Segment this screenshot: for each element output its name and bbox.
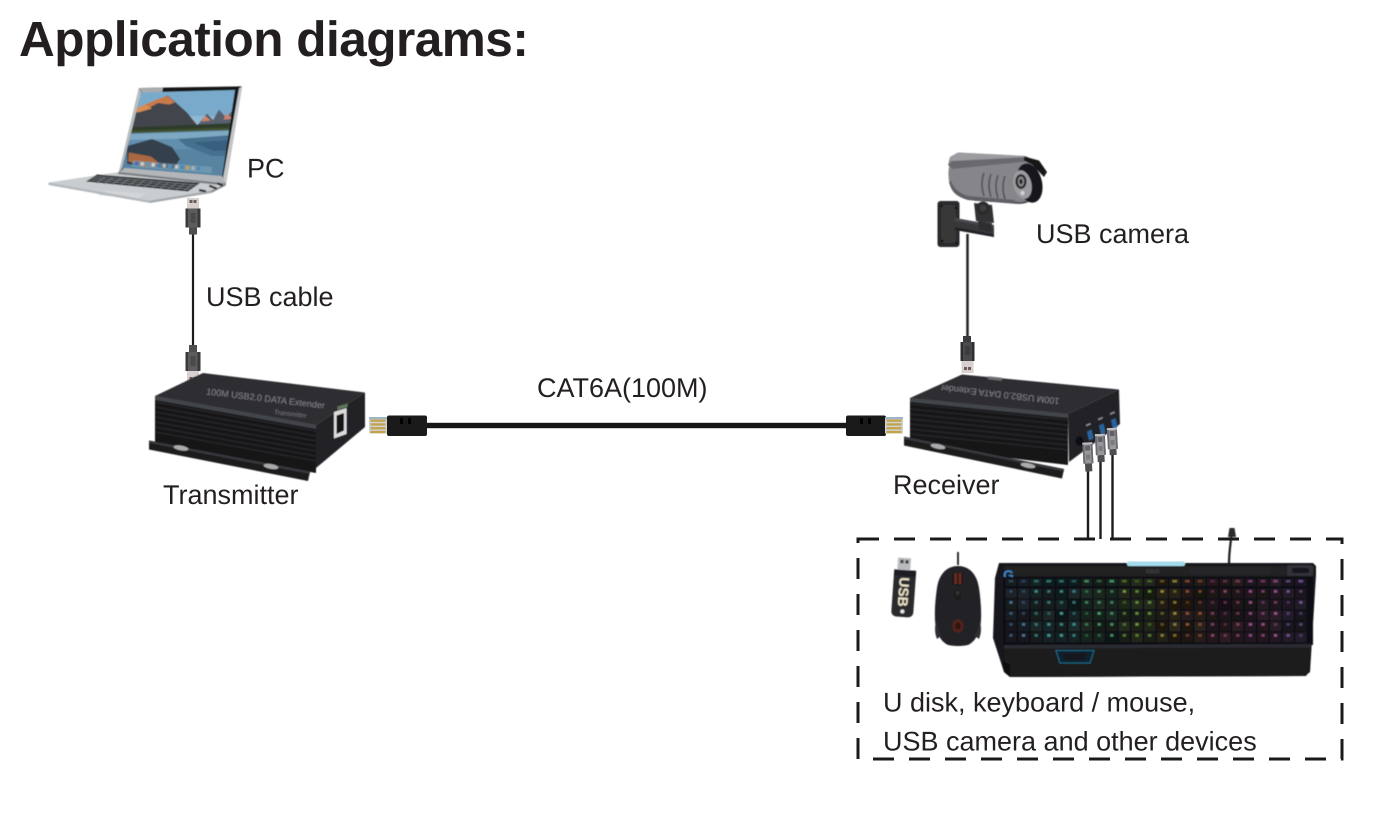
svg-text:PC: PC [247, 154, 285, 184]
svg-text:Transmitter: Transmitter [274, 409, 308, 420]
svg-text:U disk, keyboard / mouse,: U disk, keyboard / mouse, [883, 688, 1195, 718]
svg-text:USB: USB [895, 577, 913, 608]
svg-text:USB cable: USB cable [206, 282, 334, 312]
svg-text:Application diagrams:: Application diagrams: [19, 12, 528, 67]
svg-text:G: G [1003, 567, 1014, 583]
svg-text:CAT6A(100M): CAT6A(100M) [537, 373, 708, 403]
svg-text:G910: G910 [1146, 569, 1159, 575]
svg-text:Transmitter: Transmitter [163, 480, 299, 510]
svg-text:USB camera and other devices: USB camera and other devices [883, 727, 1257, 757]
svg-text:USB camera: USB camera [1036, 219, 1190, 249]
svg-text:Receiver: Receiver [893, 470, 1000, 500]
